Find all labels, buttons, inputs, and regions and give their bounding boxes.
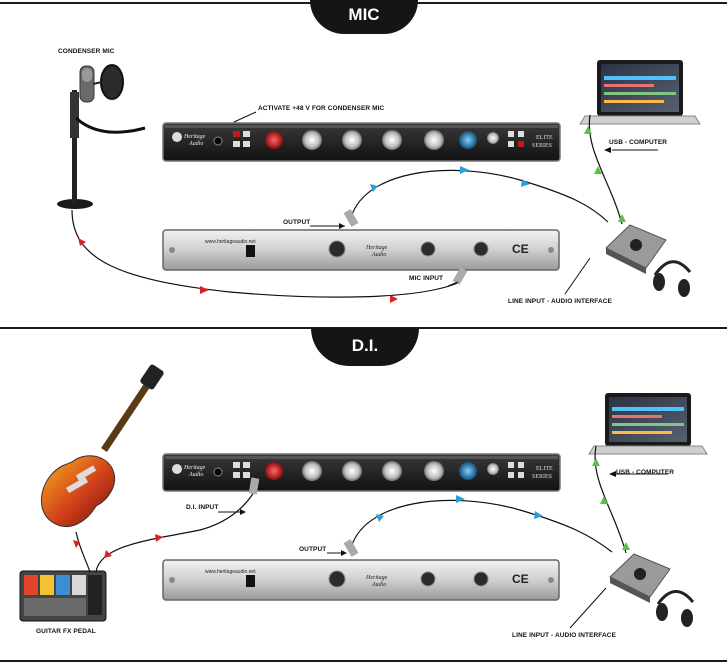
- mic-line-input-label: LINE INPUT - AUDIO INTERFACE: [508, 298, 613, 305]
- headphones-icon: [653, 260, 692, 297]
- svg-text:ELITE: ELITE: [536, 135, 553, 141]
- di-line-input-label: LINE INPUT - AUDIO INTERFACE: [512, 632, 617, 639]
- audio-interface-icon: [605, 224, 667, 274]
- di-section-tab: D.I.: [311, 328, 419, 366]
- svg-text:Heritage: Heritage: [365, 245, 388, 251]
- laptop-icon-di: [588, 393, 708, 455]
- mic-input-label: MIC INPUT: [409, 275, 444, 282]
- laptop-icon: [579, 60, 701, 125]
- di-usb-label: USB - COMPUTER: [616, 469, 675, 476]
- svg-text:SERIES: SERIES: [532, 143, 552, 149]
- headphones-icon-di: [656, 590, 695, 627]
- eq-unit-front-panel: Heritage Audio ELITE SERIES: [162, 122, 561, 162]
- audio-interface-icon-di: [609, 553, 671, 603]
- eq-unit-front-panel-di: Heritage Audio ELITE SERIES: [162, 453, 561, 492]
- mic-section-tab: MIC: [310, 0, 418, 34]
- svg-text:www.heritageaudio.net: www.heritageaudio.net: [205, 239, 256, 245]
- mic-output-label: OUTPUT: [283, 219, 311, 226]
- svg-text:Heritage: Heritage: [183, 134, 206, 140]
- svg-text:Audio: Audio: [188, 472, 203, 478]
- di-input-label: D.I. INPUT: [186, 504, 219, 511]
- condenser-mic-icon: [57, 64, 146, 209]
- svg-text:Audio: Audio: [371, 582, 386, 588]
- svg-text:CE: CE: [512, 242, 529, 256]
- svg-text:www.heritageaudio.net: www.heritageaudio.net: [205, 569, 256, 575]
- svg-text:Heritage: Heritage: [183, 465, 206, 471]
- rear-panel-unit-di: www.heritageaudio.net Heritage Audio CE: [162, 559, 560, 601]
- mic-usb-label: USB - COMPUTER: [609, 139, 668, 146]
- di-output-label: OUTPUT: [299, 546, 327, 553]
- rear-panel-unit: www.heritageaudio.net Heritage Audio CE: [162, 229, 560, 271]
- svg-text:Heritage: Heritage: [365, 575, 388, 581]
- bottom-divider: [0, 660, 727, 662]
- guitar-fx-pedal-label: GUITAR FX PEDAL: [36, 628, 96, 635]
- phantom-power-note: ACTIVATE +48 V FOR CONDENSER MIC: [258, 105, 385, 112]
- condenser-mic-label: CONDENSER MIC: [58, 48, 115, 55]
- svg-text:CE: CE: [512, 572, 529, 586]
- svg-text:Audio: Audio: [188, 141, 203, 147]
- svg-text:SERIES: SERIES: [532, 474, 552, 480]
- svg-text:Audio: Audio: [371, 252, 386, 258]
- svg-text:ELITE: ELITE: [536, 466, 553, 472]
- electric-guitar-icon: [41, 364, 164, 528]
- guitar-fx-pedal-icon: [19, 570, 107, 622]
